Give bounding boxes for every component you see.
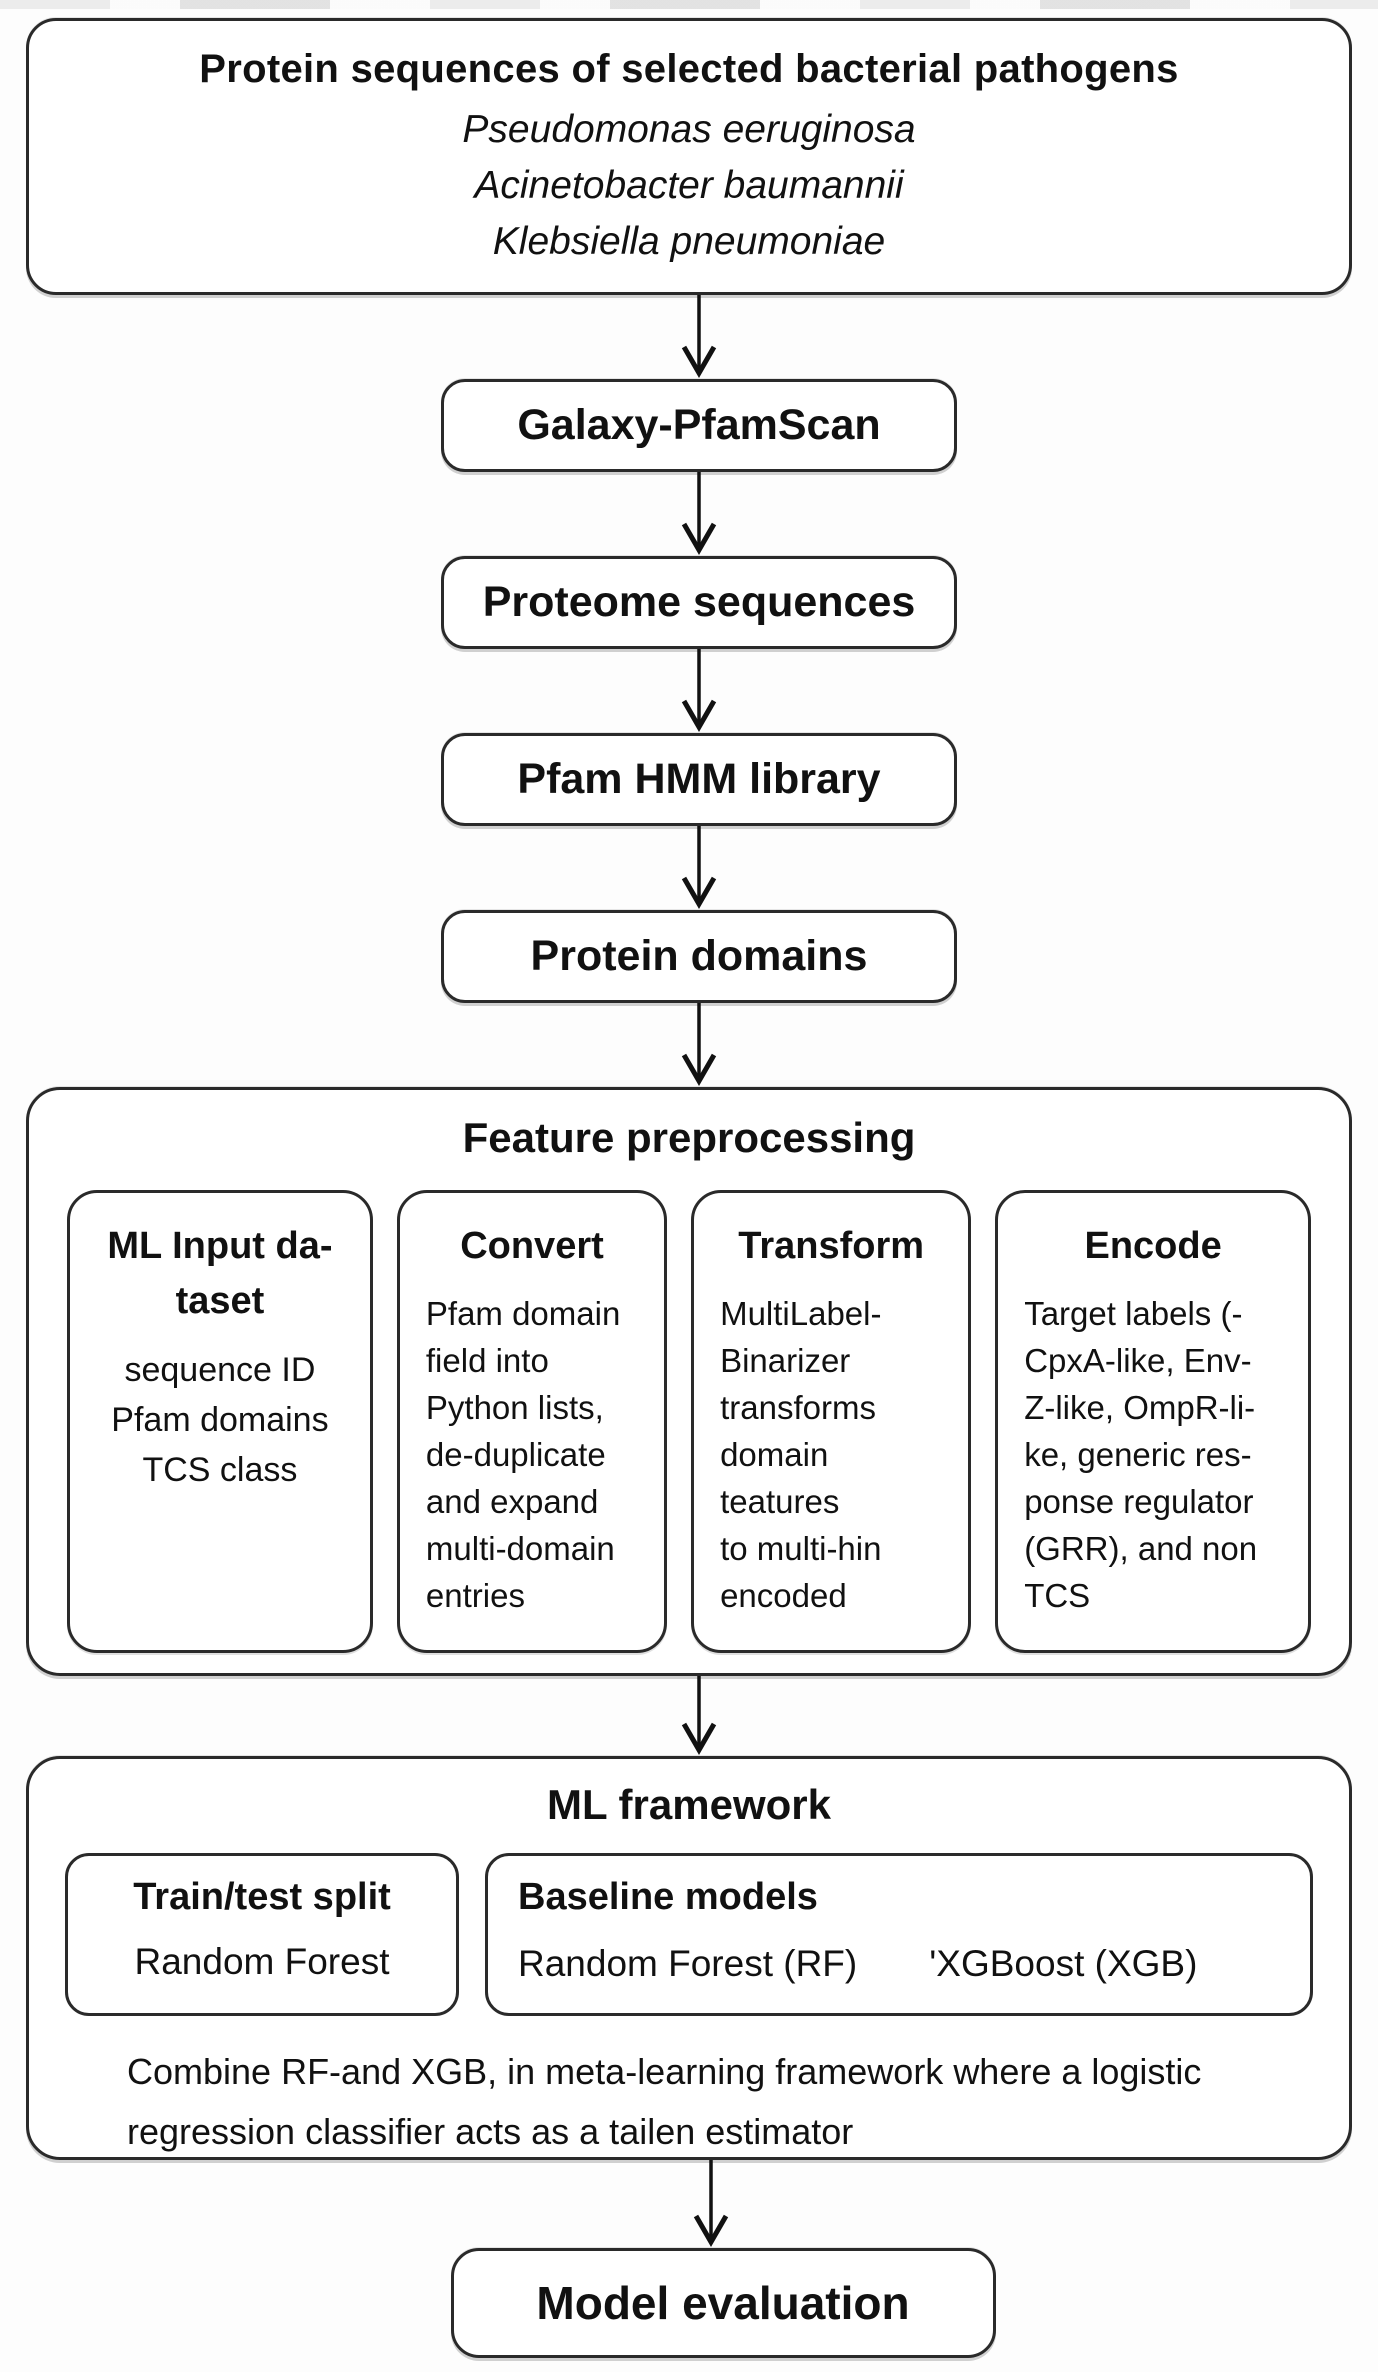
arrow-down-icon — [681, 1676, 717, 1756]
card-heading: Encode — [1084, 1225, 1222, 1267]
section-feature-preprocessing: Feature preprocessing ML Input da- taset… — [26, 1087, 1352, 1676]
node-label: Pfam HMM library — [517, 755, 881, 803]
flow-arrow — [677, 649, 721, 733]
baseline-models-row: Random Forest (RF) 'XGBoost (XGB) — [518, 1943, 1280, 1985]
arrow-down-icon — [681, 472, 717, 556]
card-body: Random Forest — [134, 1941, 390, 1982]
card-heading: Transform — [738, 1225, 925, 1267]
arrow-down-icon — [681, 1003, 717, 1087]
section-ml-framework: ML framework Train/test split Random For… — [26, 1756, 1352, 2160]
node-label: Protein domains — [530, 932, 868, 980]
node-label: Proteome sequences — [482, 578, 916, 626]
arrow-down-icon — [681, 649, 717, 733]
flow-arrow — [677, 826, 721, 910]
model-label-rf: Random Forest (RF) — [518, 1943, 858, 1984]
card-transform: Transform MultiLabel- Binarizer transfor… — [691, 1190, 972, 1653]
node-protein-sequences: Protein sequences of selected bacterial … — [26, 18, 1352, 295]
model-label-xgb: 'XGBoost (XGB) — [929, 1943, 1198, 1984]
node-galaxy-pfamscan: Galaxy-PfamScan — [441, 379, 957, 472]
card-baseline-models: Baseline models Random Forest (RF) 'XGBo… — [485, 1853, 1313, 2016]
flow-arrow — [677, 295, 721, 379]
card-body: sequence ID Pfam domains TCS class — [111, 1351, 329, 1489]
card-body: MultiLabel- Binarizer transforms domain … — [720, 1295, 882, 1614]
node-protein-domains: Protein domains — [441, 910, 957, 1003]
scan-artifact — [0, 0, 1378, 9]
card-train-test-split: Train/test split Random Forest — [65, 1853, 459, 2016]
node-label: Model evaluation — [536, 2277, 910, 2329]
flow-arrow — [689, 2160, 733, 2248]
card-heading: Baseline models — [518, 1876, 818, 1918]
flow-arrow — [677, 472, 721, 556]
node-label: Galaxy-PfamScan — [517, 401, 881, 449]
card-heading: Train/test split — [133, 1876, 391, 1918]
card-body: Target labels (- CpxA-like, Env- Z-like,… — [1024, 1295, 1258, 1614]
flow-arrow — [677, 1676, 721, 1756]
feature-cards-row: ML Input da- taset sequence ID Pfam doma… — [67, 1190, 1311, 1653]
card-ml-input-dataset: ML Input da- taset sequence ID Pfam doma… — [67, 1190, 373, 1653]
node-pfam-hmm-library: Pfam HMM library — [441, 733, 957, 826]
combine-note: Combine RF-and XGB, in meta-learning fra… — [127, 2051, 1202, 2152]
node-proteome-sequences: Proteome sequences — [441, 556, 957, 649]
ml-framework-row: Train/test split Random Forest Baseline … — [65, 1853, 1313, 2016]
card-convert: Convert Pfam domain field into Python li… — [396, 1190, 668, 1653]
arrow-down-icon — [681, 295, 717, 379]
card-heading: Convert — [460, 1225, 604, 1267]
section-title: Feature preprocessing — [462, 1114, 916, 1161]
arrow-down-icon — [693, 2160, 729, 2248]
section-title: ML framework — [547, 1781, 831, 1828]
node-model-evaluation: Model evaluation — [450, 2248, 996, 2358]
arrow-down-icon — [681, 826, 717, 910]
card-heading: ML Input da- taset — [107, 1225, 333, 1322]
card-encode: Encode Target labels (- CpxA-like, Env- … — [995, 1190, 1311, 1653]
species-list: Pseudomonas eeruginosa Acinetobacter bau… — [462, 108, 916, 263]
node-protein-sequences-title: Protein sequences of selected bacterial … — [199, 47, 1179, 91]
card-body: Pfam domain field into Python lists, de-… — [425, 1295, 621, 1614]
flow-arrow — [677, 1003, 721, 1087]
